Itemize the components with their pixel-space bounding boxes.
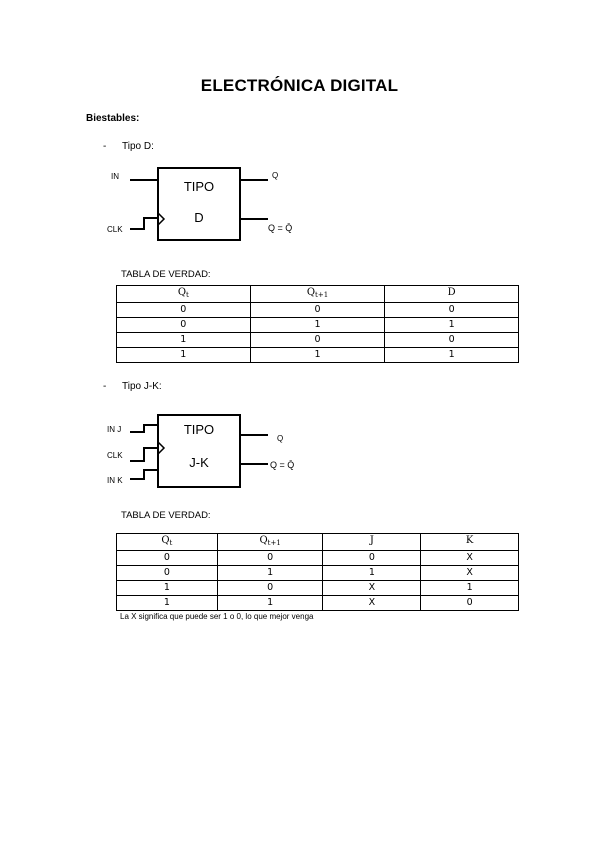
clock-triangle-icon xyxy=(157,441,166,455)
table-header-row: Qt Qt+1 J K xyxy=(116,533,519,551)
table-cell: 1 xyxy=(116,595,218,611)
table-row: 1 1 X 0 xyxy=(116,595,519,611)
table-cell: 1 xyxy=(322,565,422,581)
col-header: D xyxy=(384,285,519,303)
table-row: 1 0 X 1 xyxy=(116,580,519,596)
jk-inj-label: IN J xyxy=(107,425,121,434)
jk-ink-wire xyxy=(130,469,158,480)
d-block xyxy=(157,167,241,241)
table-cell: 0 xyxy=(116,565,218,581)
table-cell: 1 xyxy=(420,580,519,596)
table-cell: 1 xyxy=(216,565,324,581)
d-block-line2: D xyxy=(194,210,203,225)
table-cell: 1 xyxy=(116,580,218,596)
d-q-label: Q xyxy=(272,171,278,180)
d-block-line1: TIPO xyxy=(184,179,214,194)
jk-ink-label: IN K xyxy=(107,476,123,485)
col-header: Qt+1 xyxy=(216,533,324,551)
table-cell: 0 xyxy=(116,317,251,333)
table-cell: 0 xyxy=(322,550,422,566)
table-cell: 1 xyxy=(249,317,386,333)
table-cell: 1 xyxy=(116,347,251,363)
table-row: 0 1 1 X xyxy=(116,565,519,581)
table-footnote: La X significa que puede ser 1 o 0, lo q… xyxy=(120,612,314,621)
table-cell: X xyxy=(420,550,519,566)
table-cell: 0 xyxy=(116,550,218,566)
table-cell: 1 xyxy=(116,332,251,348)
table-cell: 0 xyxy=(384,332,519,348)
jk-qbar-label: Q = Q̄ xyxy=(270,460,294,470)
section-heading: Biestables: xyxy=(86,113,140,124)
table-row: 1 0 0 xyxy=(116,332,519,348)
table-cell: 0 xyxy=(249,302,386,318)
col-header: Qt+1 xyxy=(249,285,386,303)
bullet-dash: - xyxy=(103,381,107,392)
table-cell: 0 xyxy=(384,302,519,318)
jk-flipflop-diagram: IN J CLK IN K TIPO J-K Q Q = Q̄ xyxy=(107,414,294,488)
table-row: 0 0 0 xyxy=(116,302,519,318)
table-cell: X xyxy=(322,580,422,596)
table-row: 1 1 1 xyxy=(116,347,519,363)
jk-block xyxy=(157,414,241,488)
d-clk-wire xyxy=(130,217,158,230)
table-cell: 1 xyxy=(249,347,386,363)
table-cell: 1 xyxy=(384,317,519,333)
col-header: Qt xyxy=(116,533,218,551)
bullet-dash: - xyxy=(103,141,107,152)
col-header: K xyxy=(420,533,519,551)
jk-inj-wire xyxy=(130,424,158,433)
col-header: Qt xyxy=(116,285,251,303)
table-cell: 0 xyxy=(116,302,251,318)
table-row: 0 1 1 xyxy=(116,317,519,333)
table-cell: 0 xyxy=(216,550,324,566)
d-clk-label: CLK xyxy=(107,225,123,234)
page-title: ELECTRÓNICA DIGITAL xyxy=(200,76,399,95)
jk-q-label: Q xyxy=(277,434,283,443)
d-flipflop-diagram: IN CLK TIPO D Q Q = Q̄ xyxy=(107,167,292,241)
table-cell: 1 xyxy=(216,595,324,611)
bullet-label: Tipo D: xyxy=(122,141,154,152)
table-cell: X xyxy=(420,565,519,581)
table-label-jk: TABLA DE VERDAD: xyxy=(121,510,211,521)
table-row: 0 0 0 X xyxy=(116,550,519,566)
d-qbar-label: Q = Q̄ xyxy=(268,223,292,233)
table-cell: X xyxy=(322,595,422,611)
jk-clk-wire xyxy=(130,447,158,462)
table-label-d: TABLA DE VERDAD: xyxy=(121,269,211,280)
table-cell: 0 xyxy=(249,332,386,348)
truth-table-jk: Qt Qt+1 J K 0 0 0 X 0 1 1 X 1 0 X 1 1 1 … xyxy=(116,533,519,611)
table-header-row: Qt Qt+1 D xyxy=(116,285,519,303)
bullet-label: Tipo J-K: xyxy=(122,381,162,392)
truth-table-d: Qt Qt+1 D 0 0 0 0 1 1 1 0 0 1 1 1 xyxy=(116,285,519,363)
table-cell: 0 xyxy=(420,595,519,611)
col-header: J xyxy=(322,533,422,551)
jk-block-line1: TIPO xyxy=(184,422,214,437)
table-cell: 1 xyxy=(384,347,519,363)
table-cell: 0 xyxy=(216,580,324,596)
jk-block-line2: J-K xyxy=(189,455,209,470)
d-in-label: IN xyxy=(111,172,119,181)
jk-clk-label: CLK xyxy=(107,451,123,460)
clock-triangle-icon xyxy=(157,212,166,226)
